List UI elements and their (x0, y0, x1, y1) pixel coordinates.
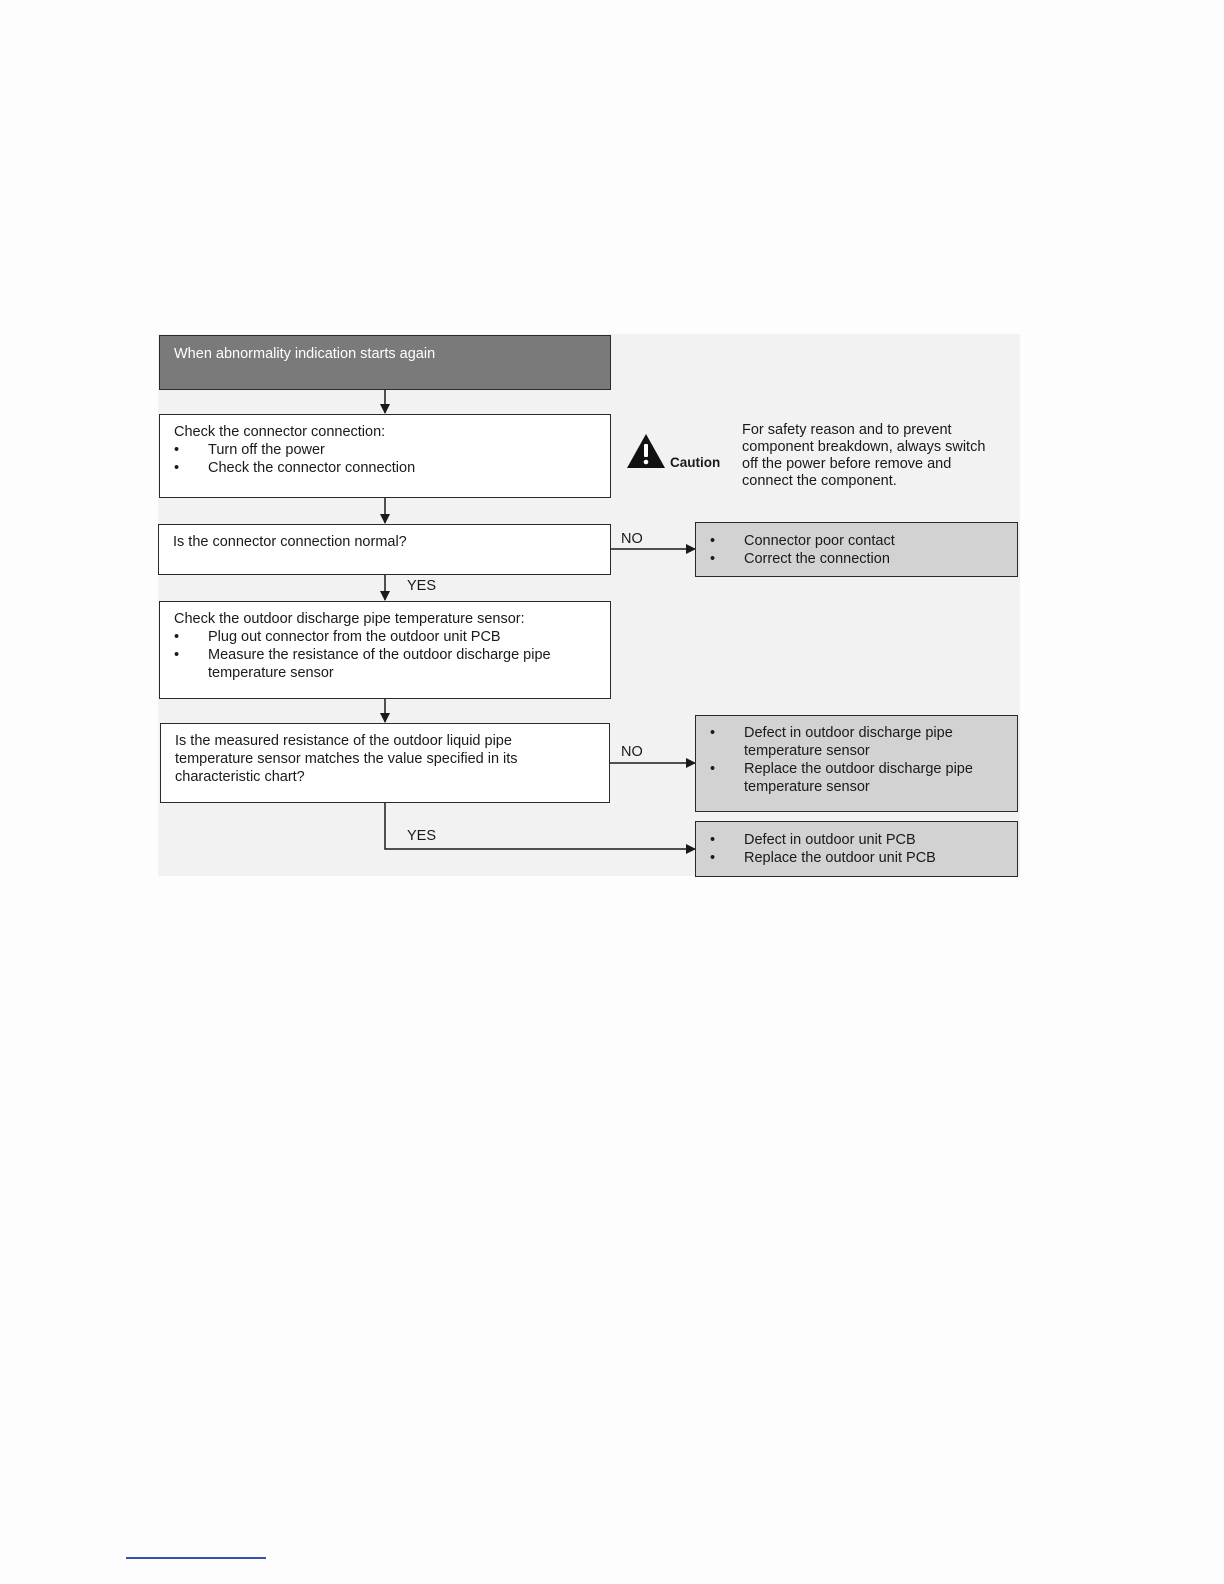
warning-triangle-icon (627, 434, 665, 468)
decision-resistance-matches: Is the measured resistance of the outdoo… (160, 723, 610, 803)
arrow-decision2-yes (384, 802, 696, 854)
result-sensor-item: •Defect in outdoor discharge pipe temper… (710, 725, 953, 759)
check-sensor-item: •Plug out connector from the outdoor uni… (174, 629, 501, 645)
caution-label: Caution (670, 455, 721, 470)
decision2-no-label: NO (621, 744, 643, 760)
decision2-question-line: temperature sensor matches the value spe… (175, 751, 518, 767)
check-connector-item: •Turn off the power (174, 442, 325, 458)
start-box: When abnormality indication starts again (159, 335, 611, 390)
check-connector-box: Check the connector connection: •Turn of… (159, 414, 611, 498)
check-sensor-title: Check the outdoor discharge pipe tempera… (174, 611, 525, 627)
decision1-yes-label: YES (407, 578, 437, 594)
decision1-question: Is the connector connection normal? (173, 534, 407, 550)
footnote-divider (126, 1557, 266, 1559)
check-connector-item: •Check the connector connection (174, 460, 416, 476)
check-sensor-box: Check the outdoor discharge pipe tempera… (159, 601, 611, 699)
check-sensor-item: •Measure the resistance of the outdoor d… (174, 647, 551, 681)
decision-connector-normal: Is the connector connection normal? (158, 524, 611, 575)
decision1-no-label: NO (621, 531, 643, 547)
result-connector-item: •Connector poor contact (710, 533, 895, 549)
result-connector-box: •Connector poor contact •Correct the con… (695, 522, 1018, 577)
result-sensor-box: •Defect in outdoor discharge pipe temper… (695, 715, 1018, 812)
decision2-question-line: characteristic chart? (175, 769, 305, 785)
decision2-question-line: Is the measured resistance of the outdoo… (175, 733, 512, 749)
result-connector-item: •Correct the connection (710, 551, 890, 567)
result-pcb-item: •Defect in outdoor unit PCB (710, 832, 916, 848)
decision2-yes-label: YES (407, 828, 437, 844)
start-text: When abnormality indication starts again (174, 346, 436, 362)
result-sensor-item: •Replace the outdoor discharge pipe temp… (710, 761, 973, 795)
check-connector-title: Check the connector connection: (174, 424, 386, 440)
caution-text: For safety reason and to prevent compone… (742, 422, 986, 489)
result-pcb-box: •Defect in outdoor unit PCB •Replace the… (695, 821, 1018, 877)
result-pcb-item: •Replace the outdoor unit PCB (710, 850, 936, 866)
